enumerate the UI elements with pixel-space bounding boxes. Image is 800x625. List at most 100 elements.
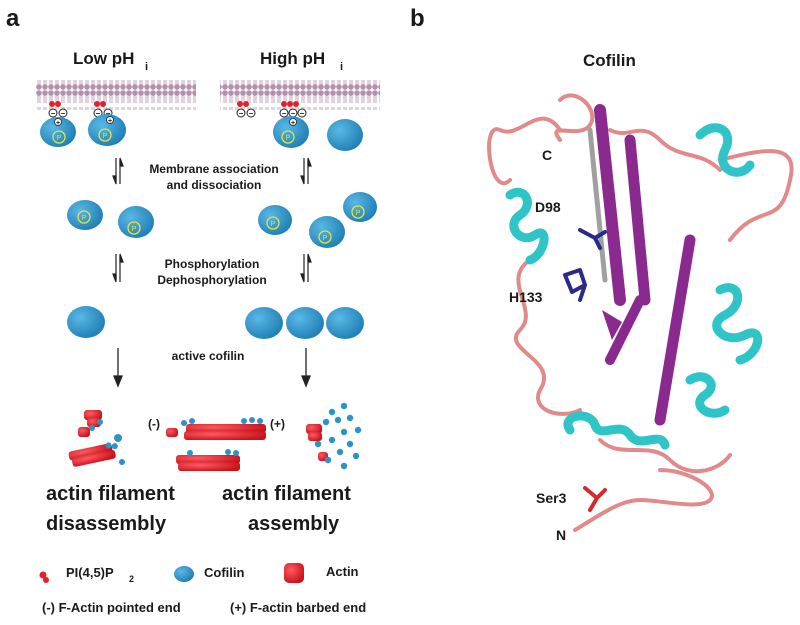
phospho-mark: P	[132, 226, 137, 233]
cofilin-row2-left-1: P	[67, 200, 103, 230]
step1-line1: Membrane association	[149, 162, 278, 176]
legend-barbed-end: (+) F-actin barbed end	[230, 600, 366, 615]
high-ph-header: High pH i	[260, 49, 343, 73]
residue-h133	[563, 268, 587, 302]
legend-pointed-end: (-) F-Actin pointed end	[42, 600, 181, 615]
loop-n-terminal	[573, 468, 714, 532]
svg-text:−: −	[300, 109, 305, 118]
panel-b-letter: b	[410, 5, 425, 32]
svg-text:−: −	[291, 109, 296, 118]
label-n-term: N	[556, 527, 566, 543]
svg-text:−: −	[51, 109, 56, 118]
svg-text:−: −	[61, 109, 66, 118]
step3-label: active cofilin	[172, 349, 245, 363]
cofilin-row2-right-3: P	[343, 192, 377, 222]
helix-4	[695, 123, 755, 177]
actin-fragments-left	[68, 410, 125, 467]
cofilin-row2-left-2: P	[118, 206, 154, 238]
phospho-mark: P	[82, 215, 87, 222]
sheet-3	[654, 234, 696, 426]
cofilin-row2-right-2: P	[309, 216, 345, 248]
svg-text:−: −	[249, 109, 254, 118]
equilibrium-arrow-1-left	[112, 157, 124, 185]
cofilin-free-right-top	[327, 119, 363, 151]
helix-1	[505, 188, 549, 265]
cofilin-structure-ribbon	[487, 93, 794, 532]
svg-text:−: −	[96, 109, 101, 118]
panel-b-title: Cofilin	[583, 51, 636, 70]
low-ph-subscript: i	[145, 61, 148, 73]
cofilin-active-left	[67, 306, 105, 338]
high-ph-label: High pH	[260, 49, 325, 68]
residue-d98	[578, 228, 607, 250]
outcome-left-line2: disassembly	[46, 513, 167, 535]
outcome-right-line2: assembly	[248, 513, 340, 535]
step2-line1: Phosphorylation	[165, 257, 260, 271]
high-ph-subscript: i	[340, 61, 343, 73]
panel-a-letter: a	[6, 5, 20, 32]
legend: PI(4,5)P 2 Cofilin Actin (-) F-Actin poi…	[39, 563, 366, 615]
step1-line2: and dissociation	[167, 178, 262, 192]
phospho-mark: P	[271, 221, 276, 228]
loop-top	[487, 93, 595, 186]
phospho-mark: P	[356, 210, 361, 217]
loop-right	[718, 149, 794, 242]
helix-3	[563, 411, 670, 450]
loop-left	[513, 258, 582, 416]
phospho-mark: P	[286, 135, 291, 142]
svg-text:−: −	[239, 109, 244, 118]
legend-cofilin-label: Cofilin	[204, 565, 244, 580]
minus-end-label: (-)	[148, 417, 160, 431]
svg-text:−: −	[282, 109, 287, 118]
phospho-mark: P	[57, 135, 62, 142]
legend-pip2-label: PI(4,5)P	[66, 565, 114, 580]
helix-2	[712, 283, 763, 365]
label-h133: H133	[509, 289, 543, 305]
helix-5	[685, 372, 730, 418]
sheet-1-grey	[587, 127, 608, 283]
label-d98: D98	[535, 199, 561, 215]
equilibrium-arrow-1-right	[300, 157, 312, 185]
pip2-cluster-right: − − − − −	[236, 101, 307, 118]
phospho-mark: P	[103, 133, 108, 140]
cofilin-row2-right-1: P	[258, 205, 292, 235]
legend-cofilin-icon	[174, 566, 194, 582]
cofilin-active-right-2	[286, 307, 324, 339]
svg-text:+: +	[108, 118, 112, 125]
sheet-2	[624, 134, 651, 306]
loop-mid	[608, 128, 722, 172]
sheet-arrowhead	[602, 310, 622, 340]
outcome-left-line1: actin filament	[46, 483, 175, 505]
plus-end-label: (+)	[270, 417, 285, 431]
down-arrow-left	[113, 348, 123, 388]
legend-actin-icon	[284, 563, 304, 583]
legend-actin-label: Actin	[326, 564, 359, 579]
phospho-mark: P	[323, 235, 328, 242]
residue-ser3	[583, 486, 607, 512]
cofilin-bound-right-1: + P	[273, 116, 309, 148]
sheet-1	[594, 104, 626, 306]
outcome-right-line1: actin filament	[222, 483, 351, 505]
cofilin-active-right-3	[326, 307, 364, 339]
actin-filament-long: (-) (+)	[148, 417, 285, 471]
pip2-cluster-left: − − − −	[48, 101, 113, 118]
actin-assembly-right	[306, 402, 362, 470]
loop-bottom	[598, 438, 732, 474]
down-arrow-right	[301, 348, 311, 388]
equilibrium-arrow-2-right	[300, 253, 312, 283]
sheet-4	[605, 295, 645, 365]
svg-text:+: +	[291, 120, 295, 127]
label-ser3: Ser3	[536, 490, 567, 506]
cofilin-active-right-1	[245, 307, 283, 339]
label-c-term: C	[542, 147, 552, 163]
cofilin-bound-left-2: + P	[88, 114, 126, 146]
low-ph-label: Low pH	[73, 49, 134, 68]
legend-pip2-subscript: 2	[129, 574, 134, 584]
membrane-left	[36, 80, 196, 110]
equilibrium-arrow-2-left	[112, 253, 124, 283]
step2-line2: Dephosphorylation	[157, 273, 266, 287]
legend-pip2-icon	[39, 571, 49, 583]
cofilin-bound-left-1: + P	[40, 117, 76, 147]
svg-text:+: +	[56, 120, 60, 127]
